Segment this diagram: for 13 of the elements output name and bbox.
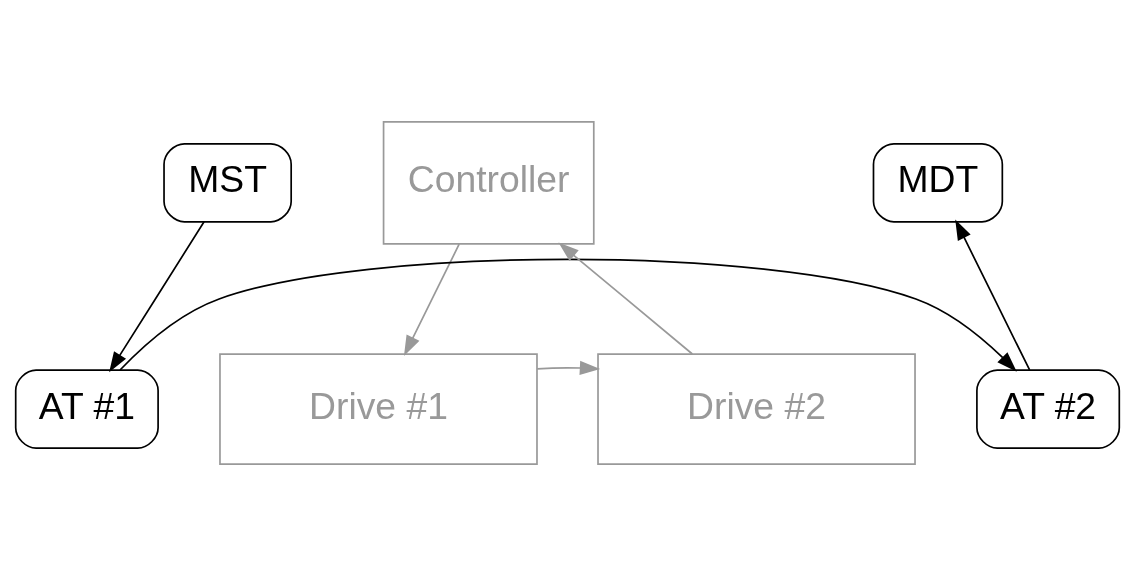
arrow — [536, 360, 601, 375]
node-box: Controller — [382, 120, 595, 245]
arrow — [403, 242, 460, 356]
node-box: AT #1 — [14, 368, 159, 449]
node-box: AT #2 — [976, 368, 1121, 449]
node-box: Drive #1 — [219, 352, 538, 465]
node-box: Drive #2 — [597, 352, 916, 465]
node-box: MDT — [872, 142, 1004, 223]
node-box: MST — [163, 142, 293, 223]
arrow — [109, 220, 205, 372]
arrow — [119, 258, 1017, 372]
arrow — [955, 219, 1031, 371]
arrow — [558, 242, 694, 355]
